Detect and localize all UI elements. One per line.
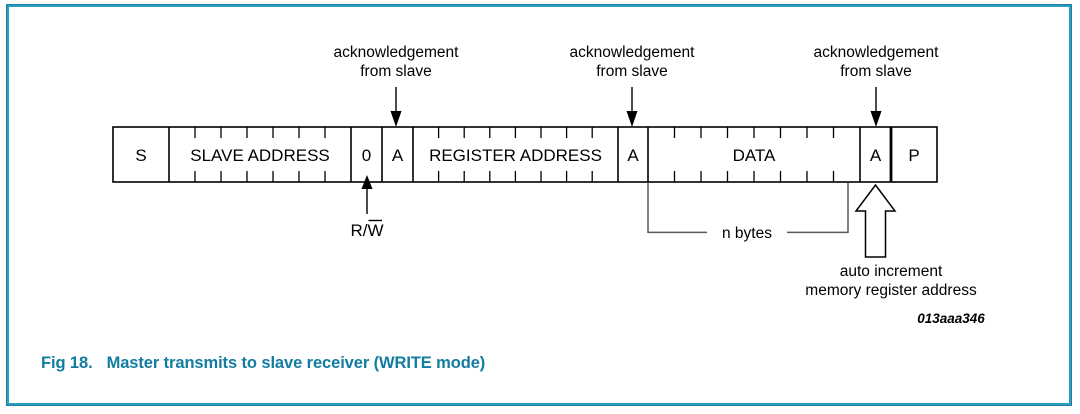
read-write-arrow-head	[361, 175, 373, 189]
cell-label-ack-3: A	[870, 146, 882, 165]
annotation-ack-1: acknowledgement from slave	[334, 44, 460, 127]
cell-label-stop: P	[908, 146, 919, 165]
figure-caption: Fig 18. Master transmits to slave receiv…	[41, 354, 485, 373]
figure-caption-number: Fig 18.	[41, 354, 93, 372]
annotation-n-bytes	[647, 183, 849, 234]
ack-1-arrow-head	[390, 111, 402, 127]
annotation-ack-3: acknowledgement from slave	[814, 44, 940, 127]
cell-label-data: DATA	[733, 146, 776, 165]
cell-label-start: S	[135, 146, 146, 165]
figure-caption-text: Master transmits to slave receiver (WRIT…	[106, 354, 486, 372]
cell-label-slave-address: SLAVE ADDRESS	[190, 146, 330, 165]
ack-3-arrow-head	[870, 111, 882, 127]
slave-address-bit-ticks	[194, 127, 326, 182]
ack-2-arrow-head	[626, 111, 638, 127]
annotation-ack-2: acknowledgement from slave	[570, 44, 696, 127]
ack-2-line-1: acknowledgement	[570, 44, 696, 61]
auto-increment-line-2: memory register address	[805, 282, 977, 299]
auto-increment-line-1: auto increment	[840, 263, 943, 280]
annotation-read-write: R/W	[350, 175, 384, 240]
ack-1-line-2: from slave	[360, 63, 432, 80]
cell-label-register-address: REGISTER ADDRESS	[429, 146, 602, 165]
ack-3-line-1: acknowledgement	[814, 44, 940, 61]
figure-frame: acknowledgement from slave acknowledgeme…	[6, 4, 1072, 406]
data-bit-ticks	[673, 127, 835, 182]
cell-label-ack-1: A	[392, 146, 404, 165]
n-bytes-label: n bytes	[722, 225, 772, 242]
register-address-bit-ticks	[437, 127, 593, 182]
read-write-label: R/W	[350, 221, 383, 240]
cell-label-rw-bit: 0	[362, 146, 371, 165]
figure-id-label: 013aaa346	[917, 311, 985, 326]
i2c-write-mode-diagram: acknowledgement from slave acknowledgeme…	[7, 5, 1073, 407]
ack-3-line-2: from slave	[840, 63, 912, 80]
auto-increment-block-arrow	[854, 183, 897, 258]
cell-label-ack-2: A	[627, 146, 639, 165]
ack-1-line-1: acknowledgement	[334, 44, 460, 61]
ack-2-line-2: from slave	[596, 63, 668, 80]
diagram-canvas: acknowledgement from slave acknowledgeme…	[112, 44, 985, 326]
protocol-frame: S SLAVE ADDRESS 0 A REGISTER ADDRESS A D…	[112, 126, 938, 183]
annotation-auto-increment: auto increment memory register address	[805, 183, 977, 299]
frame-outline	[112, 126, 938, 183]
